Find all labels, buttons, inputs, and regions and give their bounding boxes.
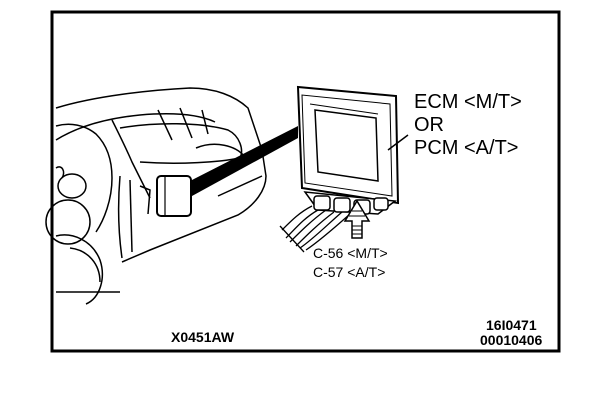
reference-number: 16I0471 [486, 317, 537, 333]
figure-frame [50, 10, 561, 353]
callout-wedge [190, 126, 298, 196]
module-leader-line [387, 134, 409, 151]
module-label-ecm: ECM <M/T> [414, 91, 522, 113]
connector-arrow [343, 199, 371, 239]
module-location-box [156, 175, 192, 217]
ecm-module [296, 85, 400, 205]
dashboard-illustration [45, 87, 267, 305]
module-label-pcm: PCM <A/T> [414, 137, 519, 159]
figure-code: X0451AW [171, 329, 235, 345]
document-number: 00010406 [480, 332, 543, 348]
module-label-or: OR [414, 114, 444, 136]
connector-label-c56: C-56 <M/T> [313, 245, 388, 261]
connector-label-c57: C-57 <A/T> [313, 264, 386, 280]
wire-harness [279, 205, 351, 253]
